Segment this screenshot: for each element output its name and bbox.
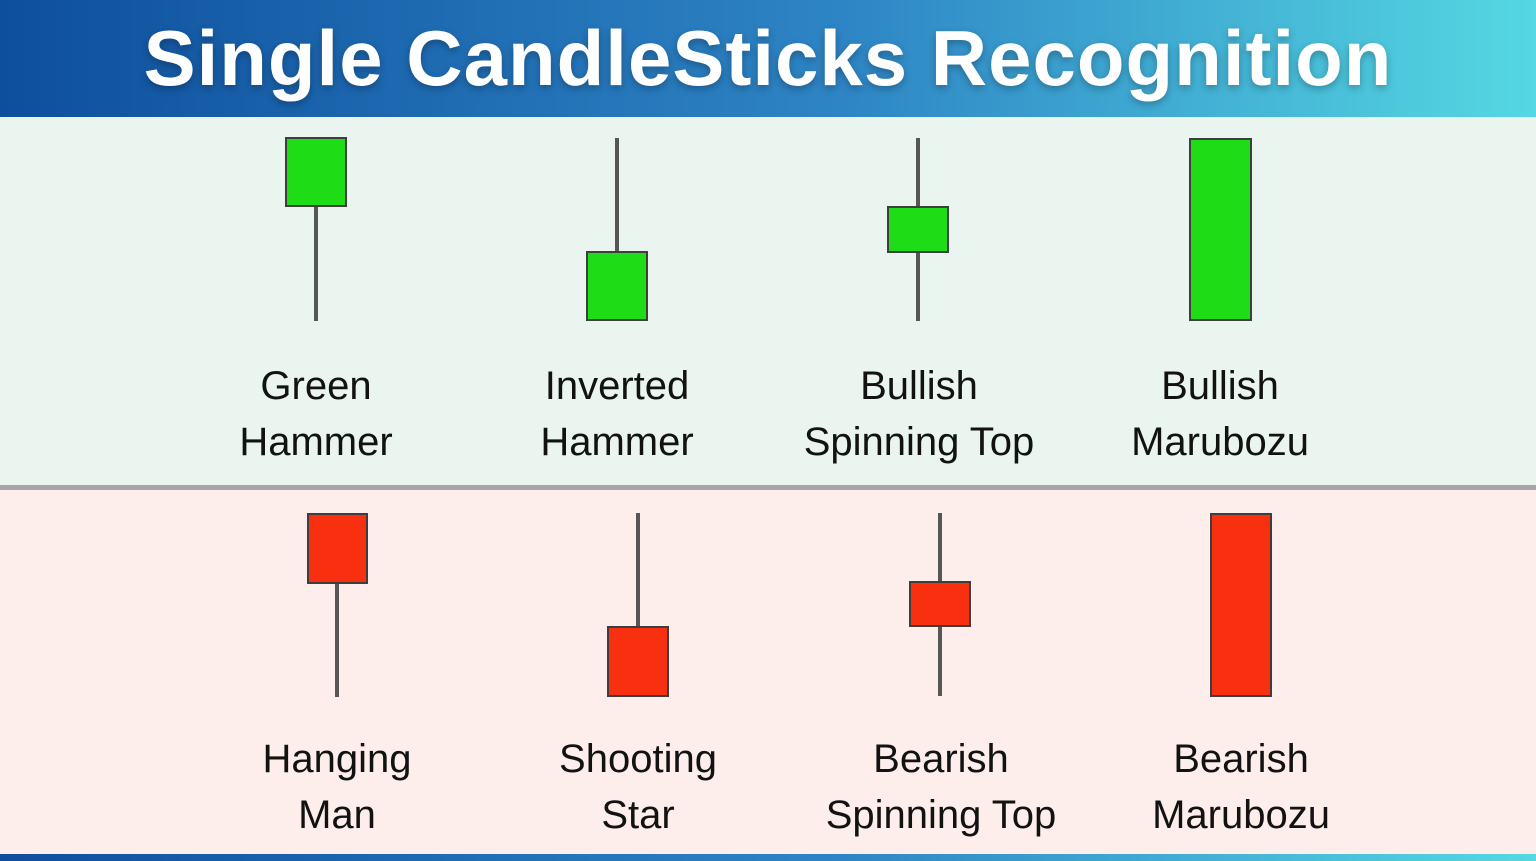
shooting-star-label-line: Shooting [559,737,717,781]
bearish-spinning-top-body [909,581,971,627]
bearish-spinning-top-label-line: Bearish [873,737,1009,781]
bullish-spinning-top-label-line: Spinning Top [803,420,1035,464]
bottom-accent-bar [0,854,1536,861]
bullish-spinning-top-label-line: Bullish [860,364,978,408]
bearish-marubozu-label-line: Bearish [1173,737,1309,781]
hanging-man-label-line: Man [298,793,376,837]
inverted-hammer-body [586,251,648,321]
hanging-man-body [306,513,368,584]
bullish-marubozu-body [1188,138,1252,321]
green-hammer-label-line: Hammer [239,420,393,464]
bullish-marubozu-label-line: Marubozu [1131,420,1309,464]
bearish-marubozu-body [1210,513,1272,697]
shooting-star-wick [636,513,640,628]
bullish-spinning-top-body [887,206,949,253]
green-hammer-wick [314,205,318,321]
green-hammer-label-line: Green [260,364,372,408]
hanging-man-wick [335,583,339,697]
section-divider [0,485,1536,490]
inverted-hammer-wick [615,138,619,253]
hanging-man-label-line: Hanging [262,737,412,781]
shooting-star-body [607,626,669,697]
bearish-spinning-top-label-line: Spinning Top [825,793,1057,837]
page-title: Single CandleSticks Recognition [143,14,1393,102]
shooting-star-label-line: Star [601,793,675,837]
green-hammer-body [285,137,347,207]
bullish-patterns-section [0,117,1536,485]
bearish-patterns-section [0,490,1536,854]
inverted-hammer-label-line: Hammer [540,420,694,464]
bullish-marubozu-label-line: Bullish [1161,364,1279,408]
bearish-marubozu-label-line: Marubozu [1152,793,1330,837]
title-banner: Single CandleSticks Recognition [0,0,1536,117]
inverted-hammer-label-line: Inverted [544,364,690,408]
